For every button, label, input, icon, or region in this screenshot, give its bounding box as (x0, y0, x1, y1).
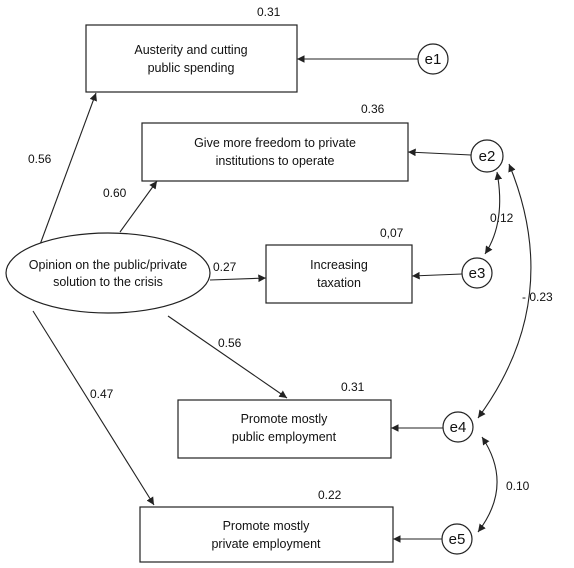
path-to-public-employment (167, 315, 288, 399)
coef-austerity: 0.56 (28, 152, 52, 166)
coef-private-employment: 0.47 (90, 387, 114, 401)
covariance-e2-e4 (477, 163, 532, 419)
error-e2: e2 (470, 139, 504, 173)
error-e5-label: e5 (449, 531, 466, 548)
box-freedom-line2: institutions to operate (216, 154, 335, 168)
error-e3: e3 (461, 257, 493, 289)
predictor-oval: Opinion on the public/private solution t… (5, 232, 211, 314)
error-e3-label: e3 (469, 265, 486, 282)
box-public-employment-line1: Promote mostly (241, 412, 329, 426)
path-e2-to-freedom (407, 148, 472, 157)
r2-public-employment: 0.31 (341, 380, 365, 394)
path-to-freedom (119, 180, 158, 233)
error-e2-label: e2 (479, 148, 496, 165)
box-taxation-line1: Increasing (310, 258, 368, 272)
connectors (32, 55, 532, 543)
error-e4: e4 (442, 411, 474, 443)
error-e1: e1 (417, 43, 449, 75)
coef-public-employment: 0.56 (218, 336, 242, 350)
box-freedom-line1: Give more freedom to private (194, 136, 356, 150)
error-e1-label: e1 (425, 51, 442, 68)
cov-e4-e5: 0.10 (506, 479, 530, 493)
box-austerity-line2: public spending (148, 61, 235, 75)
path-e3-to-taxation (411, 271, 463, 280)
box-freedom: Give more freedom to private institution… (141, 122, 409, 182)
path-to-austerity (37, 92, 97, 251)
box-austerity: Austerity and cutting public spending (85, 24, 298, 93)
predictor-label-line1: Opinion on the public/private (29, 258, 187, 272)
box-private-employment-line2: private employment (211, 537, 321, 551)
cov-e2-e3: 0.12 (490, 211, 514, 225)
box-austerity-line1: Austerity and cutting (134, 43, 247, 57)
r2-freedom: 0.36 (361, 102, 385, 116)
box-private-employment-line1: Promote mostly (223, 519, 311, 533)
path-to-taxation (209, 274, 267, 283)
coef-freedom: 0.60 (103, 186, 127, 200)
cov-e2-e4: - 0.23 (522, 290, 553, 304)
error-e5: e5 (441, 523, 473, 555)
coef-taxation: 0.27 (213, 260, 237, 274)
box-public-employment-line2: public employment (232, 430, 337, 444)
box-taxation-line2: taxation (317, 276, 361, 290)
box-private-employment: Promote mostly private employment (139, 506, 394, 563)
box-public-employment: Promote mostly public employment (177, 399, 392, 459)
covariance-e4-e5 (477, 436, 498, 533)
path-to-private-employment (32, 310, 155, 506)
r2-private-employment: 0.22 (318, 488, 342, 502)
r2-austerity: 0.31 (257, 5, 281, 19)
box-taxation: Increasing taxation (265, 244, 413, 304)
predictor-label-line2: solution to the crisis (53, 275, 163, 289)
error-e4-label: e4 (450, 419, 467, 436)
r2-taxation: 0,07 (380, 226, 404, 240)
